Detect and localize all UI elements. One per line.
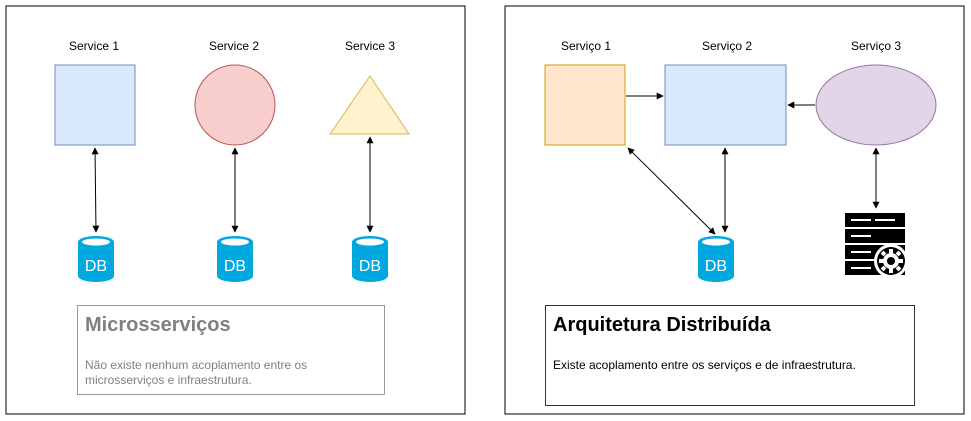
card-title: Microsserviços [85, 314, 231, 336]
database-3-label: DB [359, 258, 381, 275]
service-1-node[interactable] [54, 64, 136, 146]
database-1-label: DB [85, 258, 107, 275]
database-2-label: DB [224, 258, 246, 275]
right-panel-frame [504, 5, 965, 415]
database-2-icon: DB [217, 236, 253, 282]
servico-1-node[interactable] [544, 64, 626, 146]
card-description: Existe acoplamento entre os serviços e d… [553, 358, 856, 372]
database-4-icon: DB [698, 236, 734, 282]
servico-1-db-connector [627, 147, 716, 235]
card-description: Não existe nenhum acoplamento entre os m… [85, 358, 308, 387]
servico-2-node[interactable] [664, 64, 787, 146]
service-3-label: Service 3 [345, 39, 395, 53]
service-1-db-connector [91, 147, 100, 233]
servico-1-label: Serviço 1 [561, 39, 611, 53]
microsservicos-card: Microsserviços Não existe nenhum acoplam… [77, 305, 385, 395]
server-gear-icon [845, 213, 908, 278]
service-3-node[interactable] [329, 75, 410, 135]
servico-3-label: Serviço 3 [851, 39, 901, 53]
card-title: Arquitetura Distribuída [553, 314, 771, 336]
service-2-label: Service 2 [209, 39, 259, 53]
servico-2-label: Serviço 2 [702, 39, 752, 53]
database-4-label: DB [705, 258, 727, 275]
left-panel-frame [5, 5, 466, 415]
database-3-icon: DB [352, 236, 388, 282]
arquitetura-distribuida-card: Arquitetura Distribuída Existe acoplamen… [545, 305, 915, 406]
servico-3-node[interactable] [815, 64, 937, 146]
database-1-icon: DB [78, 236, 114, 282]
service-2-node[interactable] [194, 64, 276, 146]
service-1-label: Service 1 [69, 39, 119, 53]
